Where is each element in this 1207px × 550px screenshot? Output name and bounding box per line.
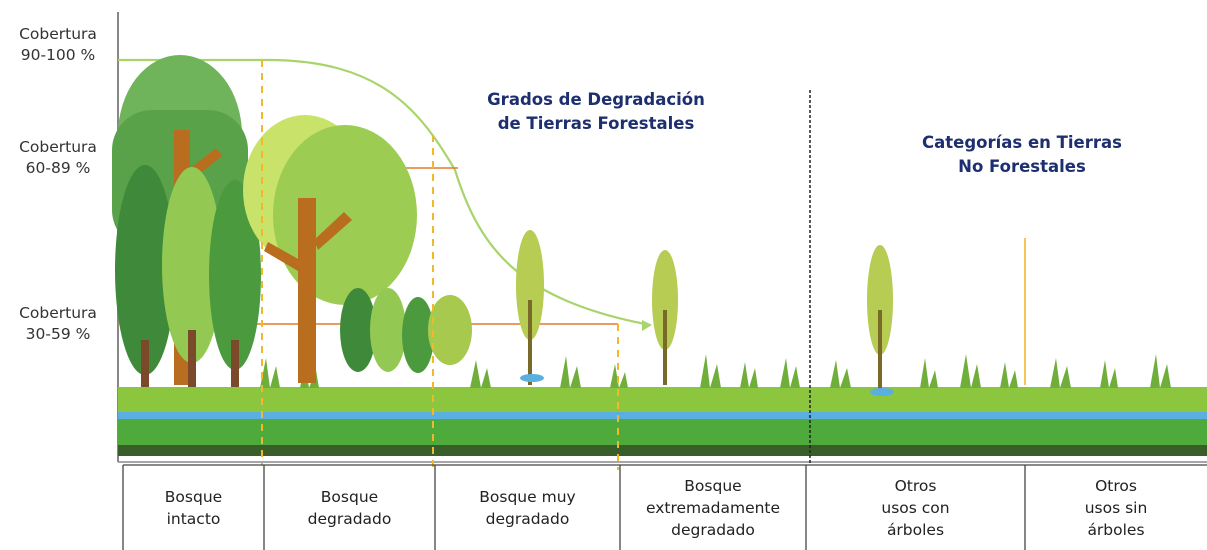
category-very-degraded-line2: degradado xyxy=(485,509,570,528)
y-label-30-59: Cobertura 30-59 % xyxy=(6,303,110,345)
category-intact-line2: intacto xyxy=(166,509,221,528)
category-very-degraded-line1: Bosque muy xyxy=(479,487,576,506)
y-label-30-59-line2: 30-59 % xyxy=(25,325,91,343)
y-label-30-59-line1: Cobertura xyxy=(19,304,97,322)
coverage-curve-arrowhead xyxy=(642,320,652,331)
y-label-60-89: Cobertura 60-89 % xyxy=(6,137,110,179)
degraded-forest-trees xyxy=(243,115,472,383)
category-other-with-line2: usos con xyxy=(881,498,950,517)
other-uses-tree xyxy=(867,245,894,396)
y-label-90-100-line2: 90-100 % xyxy=(20,46,96,64)
extremely-degraded-tree xyxy=(652,250,678,385)
category-other-uses-with-trees: Otros usos con árboles xyxy=(806,465,1025,550)
ground-dark-band xyxy=(118,445,1207,456)
heading-forest-degradation: Grados de Degradación de Tierras Foresta… xyxy=(456,88,736,136)
category-other-without-line2: usos sin xyxy=(1084,498,1148,517)
category-very-degraded-forest: Bosque muy degradado xyxy=(435,465,620,550)
coverage-curve xyxy=(118,58,651,327)
y-label-60-89-line2: 60-89 % xyxy=(25,159,91,177)
category-other-with-line3: árboles xyxy=(886,520,945,539)
category-intact-line1: Bosque xyxy=(164,487,223,506)
category-other-uses-without-trees: Otros usos sin árboles xyxy=(1025,465,1207,550)
y-label-90-100: Cobertura 90-100 % xyxy=(6,24,110,66)
category-degraded-line2: degradado xyxy=(307,509,392,528)
category-degraded-forest: Bosque degradado xyxy=(264,465,435,550)
dashed-dividers xyxy=(261,60,619,470)
ground-grass-band xyxy=(118,387,1207,413)
ground-water-band xyxy=(118,412,1207,419)
category-box-borders xyxy=(122,464,1207,550)
category-other-with-line1: Otros xyxy=(894,476,937,495)
category-intact-forest: Bosque intacto xyxy=(123,465,264,550)
y-label-90-100-line1: Cobertura xyxy=(19,25,97,43)
category-extremely-degraded-forest: Bosque extremadamente degradado xyxy=(620,465,806,550)
heading-non-forest: Categorías en Tierras No Forestales xyxy=(892,131,1152,179)
category-extremely-degraded-line1: Bosque xyxy=(684,476,742,495)
category-other-without-line3: árboles xyxy=(1087,520,1145,539)
heading-forest-line1: Grados de Degradación xyxy=(487,90,705,109)
heading-non-forest-line2: No Forestales xyxy=(958,157,1086,176)
category-other-without-line1: Otros xyxy=(1095,476,1137,495)
heading-forest-line2: de Tierras Forestales xyxy=(497,114,695,133)
very-degraded-trees xyxy=(516,230,544,385)
category-degraded-line1: Bosque xyxy=(320,487,379,506)
category-extremely-degraded-line3: degradado xyxy=(671,520,755,539)
category-extremely-degraded-line2: extremadamente xyxy=(645,498,781,517)
heading-non-forest-line1: Categorías en Tierras xyxy=(922,133,1122,152)
intact-forest-trees xyxy=(112,55,261,387)
y-label-60-89-line1: Cobertura xyxy=(19,138,97,156)
ground-soil-band xyxy=(118,419,1207,445)
